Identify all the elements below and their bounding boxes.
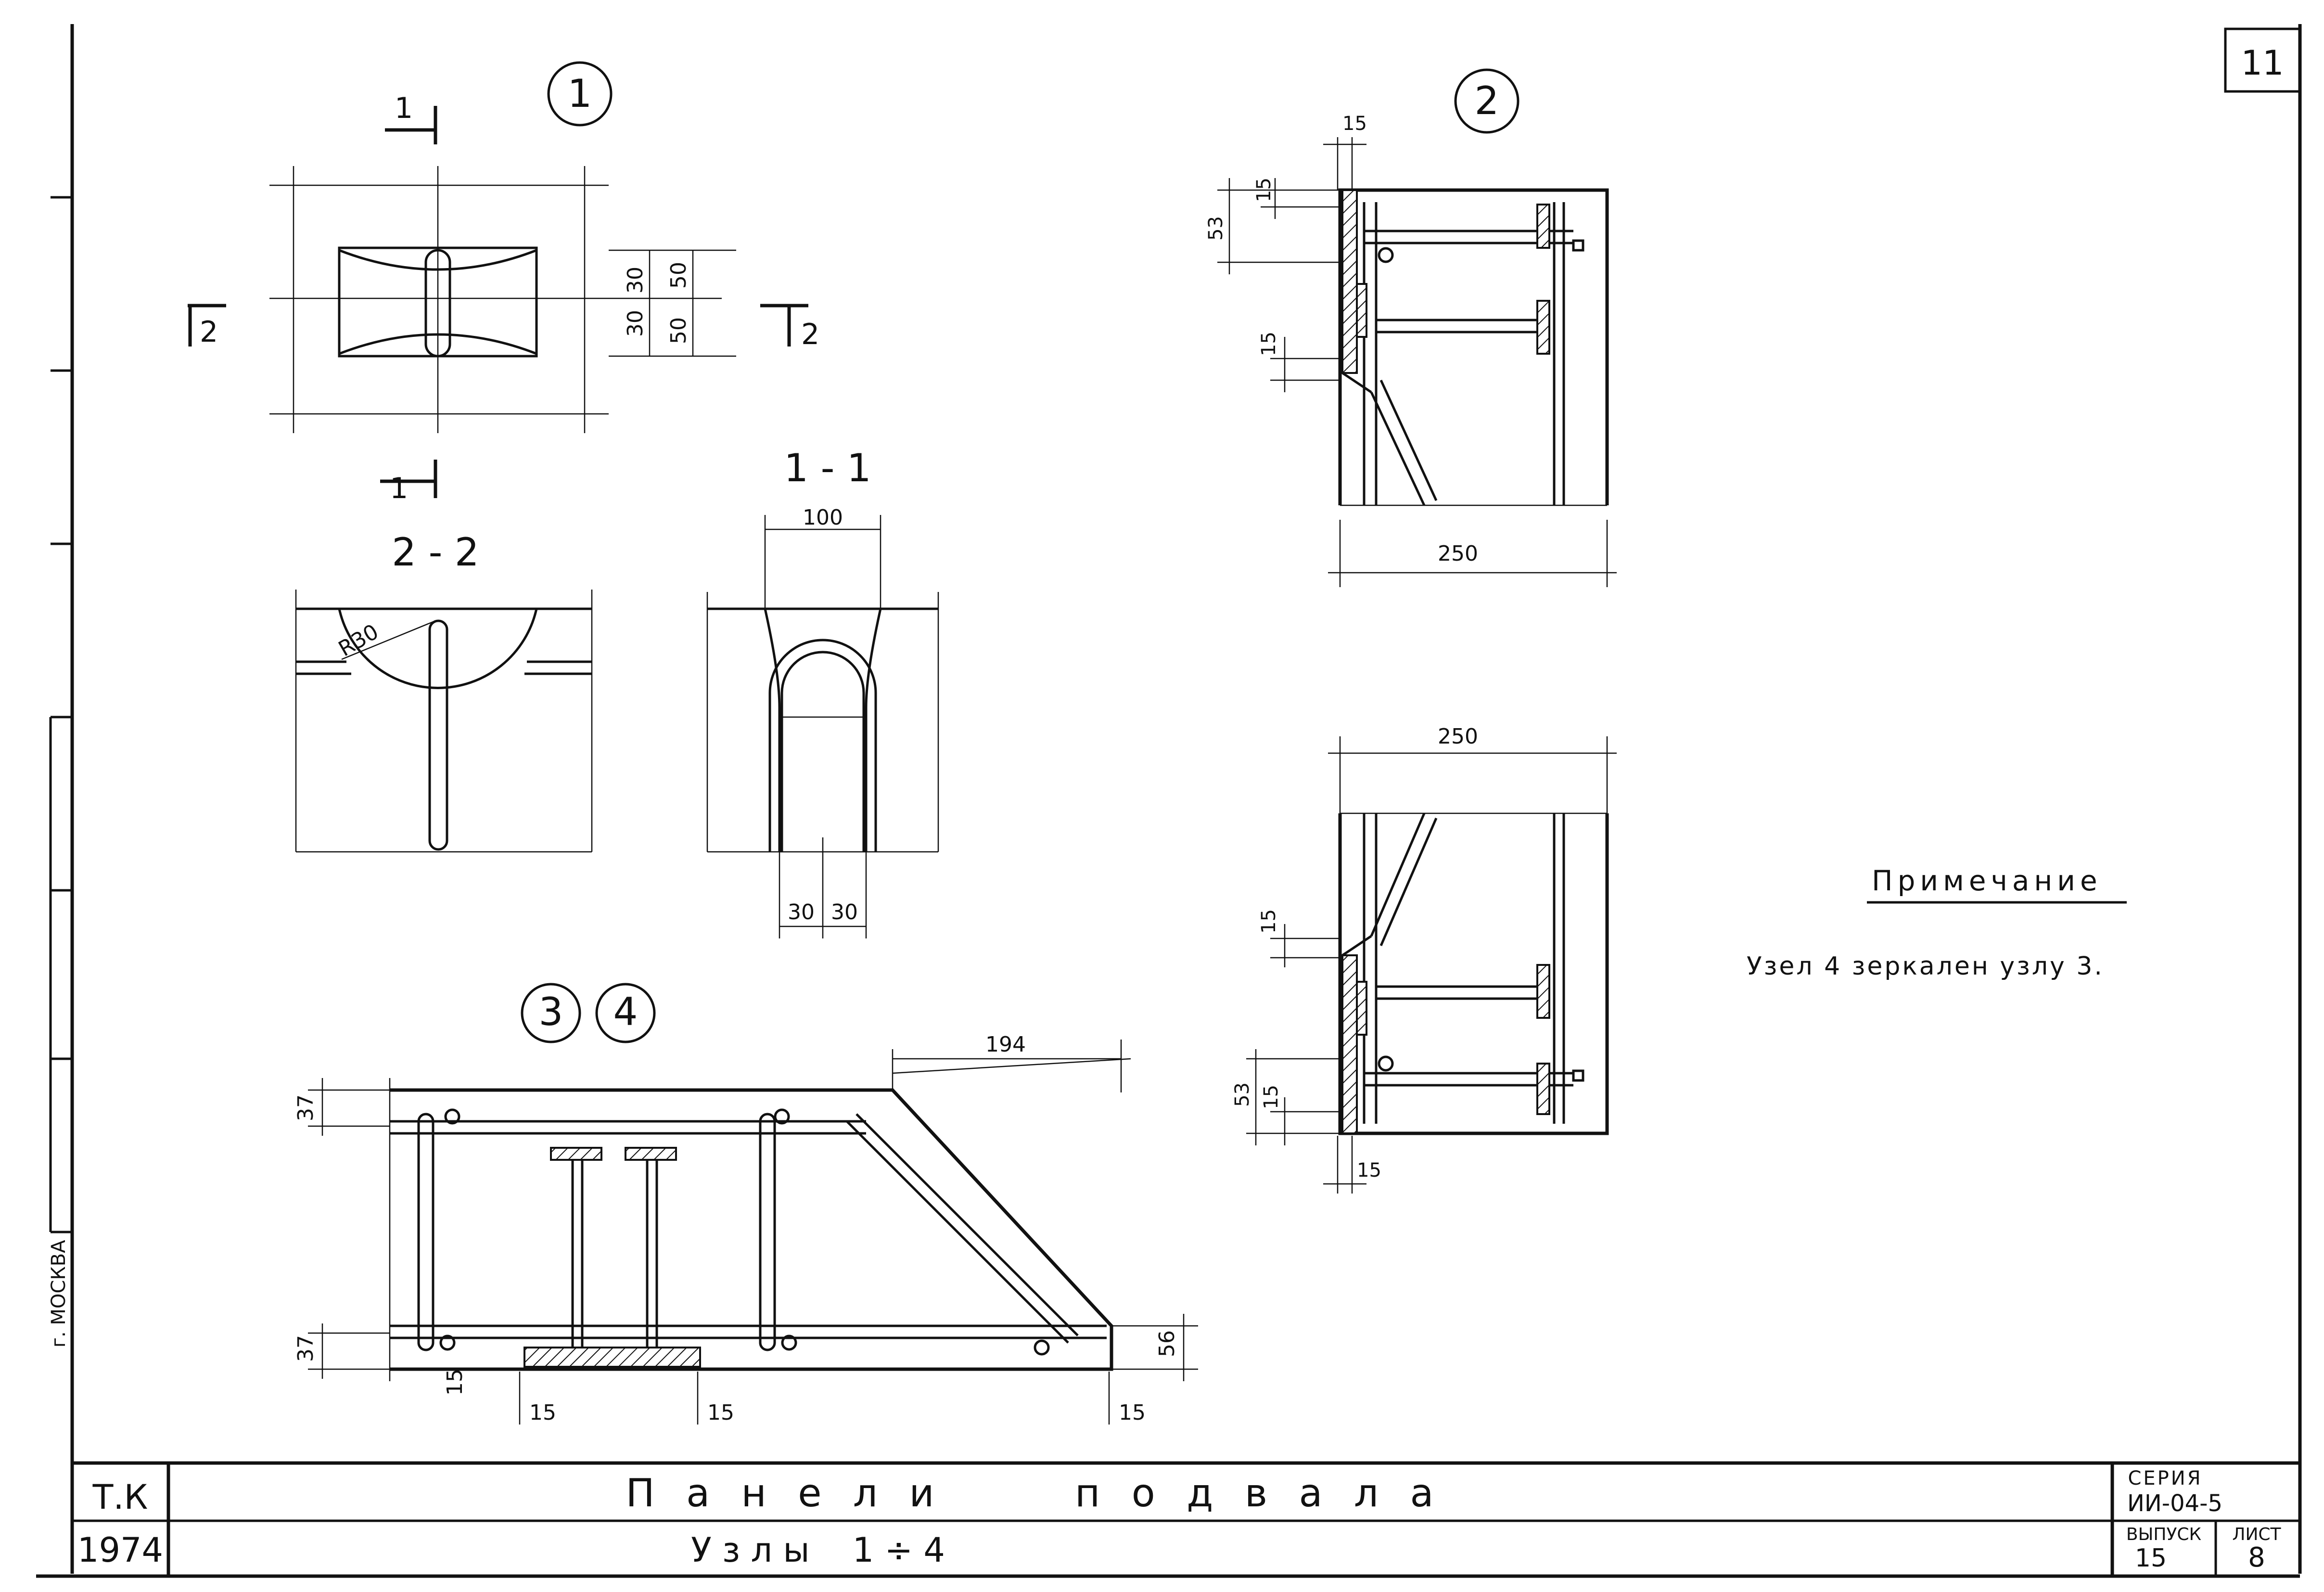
node-2-dim-width: 250 <box>1438 541 1478 566</box>
node-1-dim-3: 50 <box>666 262 691 289</box>
section-2-2-radius: R30 <box>334 619 383 661</box>
node-3-dim-base-2: 15 <box>529 1400 556 1425</box>
node-2-callout-circle <box>1454 68 1520 134</box>
sheet-frame <box>36 24 2302 1578</box>
node-1-dim-2: 30 <box>623 310 648 337</box>
node-3-callout-circle <box>521 983 581 1043</box>
title-block-series-value: ИИ-04-5 <box>2127 1490 2222 1517</box>
title-block-year: 1974 <box>77 1530 163 1570</box>
section-1-1-dim-bottom-2: 30 <box>831 900 858 924</box>
node-3-dim-base-3: 15 <box>707 1400 734 1425</box>
title-block-sheet-label: ЛИСТ <box>2232 1525 2281 1544</box>
node-2b-dim-left-2: 53 <box>1231 1082 1253 1107</box>
node-3-dim-slope: 194 <box>985 1032 1026 1057</box>
node-1-dim-4: 50 <box>666 317 691 344</box>
node-2-callout: 2 <box>1475 78 1499 123</box>
section-1-1-dim-top: 100 <box>803 505 843 530</box>
section-2-2: 2 - 2 R30 <box>295 530 593 853</box>
node-3-4: 3 4 194 37 <box>294 983 1198 1425</box>
sheet-number: 11 <box>2241 43 2284 83</box>
title-block-issue-label: ВЫПУСК <box>2126 1525 2201 1544</box>
node-1-dim-1: 30 <box>623 267 648 294</box>
node-2b-dim-left-4: 15 <box>1357 1159 1381 1181</box>
node-2b-dim-width: 250 <box>1438 724 1478 749</box>
title-block-sheet-value: 8 <box>2248 1542 2265 1573</box>
node-3-callout: 3 <box>539 989 563 1034</box>
section-1-1-title: 1 - 1 <box>784 446 871 490</box>
node-2b-dim-left-1: 15 <box>1258 909 1280 934</box>
node-3-dim-base-1: 15 <box>443 1369 467 1396</box>
title-block-series-label: СЕРИЯ <box>2128 1467 2202 1489</box>
title-block-issue-value: 15 <box>2135 1544 2167 1573</box>
section-mark-bottom-label: 1 <box>390 472 408 505</box>
side-stamp: г. МОСКВА <box>48 1240 70 1348</box>
title-block-org: Т.К <box>92 1477 148 1517</box>
node-3-dim-base-4: 15 <box>1119 1400 1146 1425</box>
node-2b-dim-left-3: 15 <box>1260 1085 1282 1109</box>
node-2-dim-left-3: 53 <box>1205 216 1227 241</box>
node-4-callout: 4 <box>613 989 638 1034</box>
section-2-2-title: 2 - 2 <box>392 530 479 575</box>
node-1-callout-circle <box>547 61 613 127</box>
note: Примечание Узел 4 зеркален узлу 3. <box>1747 864 2127 981</box>
section-mark-right-label: 2 <box>801 318 819 351</box>
node-2-dim-left-1: 15 <box>1342 113 1367 135</box>
node-3-dim-right: 56 <box>1155 1330 1179 1357</box>
section-1-1: 1 - 1 100 30 30 <box>706 446 939 938</box>
node-2: 2 250 15 15 53 <box>1205 68 1617 587</box>
note-text: Узел 4 зеркален узлу 3. <box>1747 952 2104 981</box>
node-4-callout-circle <box>595 983 656 1043</box>
section-1-1-dim-bottom-1: 30 <box>788 900 815 924</box>
node-1-callout: 1 <box>568 71 592 116</box>
node-1: 1 1 1 2 2 30 30 50 50 <box>188 61 819 505</box>
node-3-dim-top: 37 <box>294 1094 318 1121</box>
node-3-dim-bottom: 37 <box>294 1335 318 1362</box>
node-2-dim-left-2: 15 <box>1253 178 1275 202</box>
sheet-number-box <box>2224 27 2301 93</box>
title-block <box>72 1461 2300 1576</box>
title-block-title: П а н е л и п о д в а л а <box>626 1471 1443 1515</box>
node-2-dim-left-4: 15 <box>1258 332 1280 356</box>
note-title: Примечание <box>1872 864 2102 897</box>
title-block-subtitle: У з л ы 1 ÷ 4 <box>691 1530 945 1570</box>
section-mark-top-label: 1 <box>395 91 413 125</box>
node-2-mirror: 250 15 53 15 15 <box>1231 724 1617 1194</box>
section-mark-left-label: 2 <box>200 315 218 349</box>
